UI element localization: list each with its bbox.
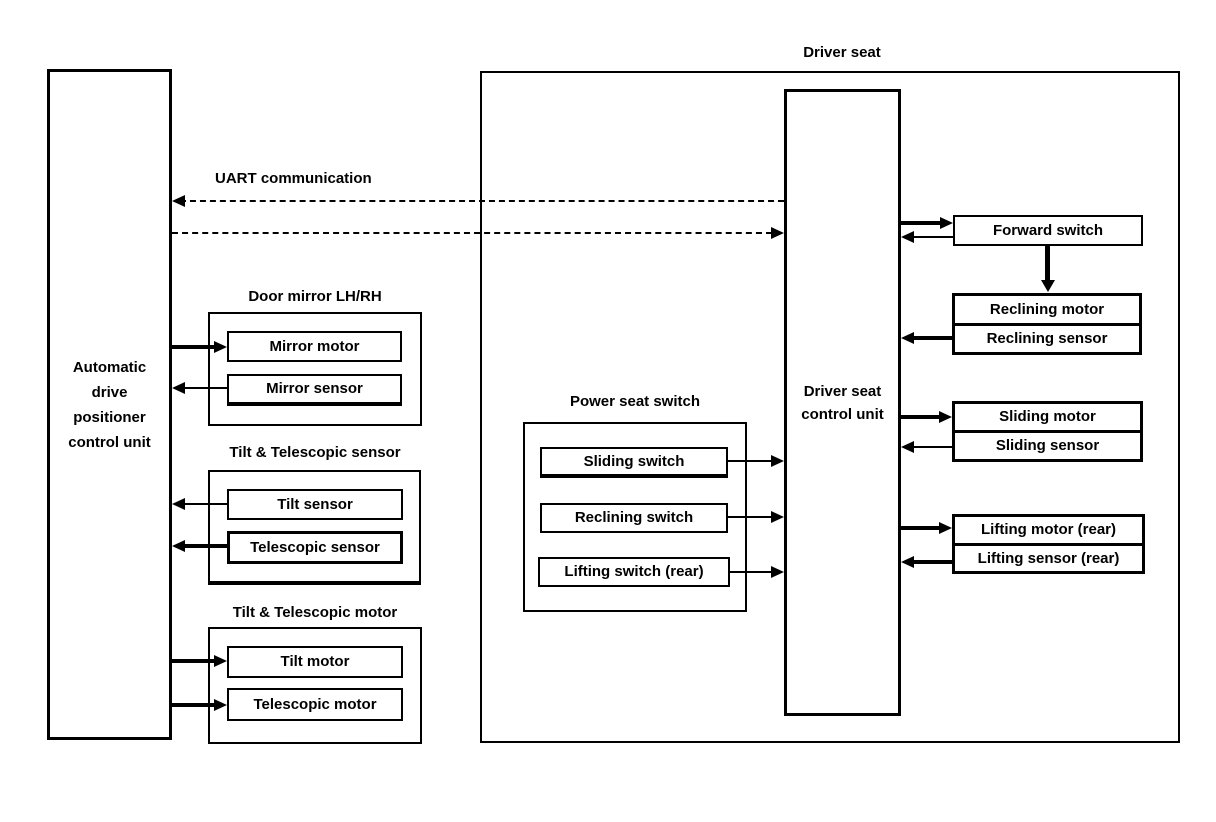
tilt-telescopic-motor-group-box	[208, 627, 422, 744]
arrowhead-mirror-sensor-icon	[172, 382, 185, 394]
adp-unit-label-line1: Automatic	[72, 358, 147, 376]
telescopic-sensor-box: Telescopic sensor	[227, 531, 403, 564]
uart-communication-label: UART communication	[215, 170, 372, 187]
telescopic-motor-box: Telescopic motor	[227, 688, 403, 721]
arrowhead-lifting-switch-icon	[771, 566, 784, 578]
driver-seat-control-unit-box: Driver seat control unit	[784, 89, 901, 716]
adp-unit-label-line2: drive	[91, 383, 128, 401]
forward-switch-box: Forward switch	[953, 215, 1143, 246]
arrow-line-from-forward-switch	[914, 236, 953, 238]
arrow-line-sliding-sensor	[914, 446, 952, 448]
ds-control-unit-label-line2: control unit	[801, 405, 884, 423]
uart-dashed-line-to-seat	[172, 232, 772, 234]
arrow-line-reclining-switch	[728, 516, 772, 518]
arrowhead-telescopic-motor-icon	[214, 699, 227, 711]
mirror-sensor-box: Mirror sensor	[227, 374, 402, 406]
lifting-motor-sensor-box: Lifting motor (rear) Lifting sensor (rea…	[952, 514, 1145, 574]
arrow-line-sliding-switch	[728, 460, 772, 462]
arrowhead-mirror-motor-icon	[214, 341, 227, 353]
arrow-line-telescopic-sensor	[184, 544, 227, 548]
uart-dashed-line-to-adp	[180, 200, 784, 202]
arrow-line-lifting-switch	[730, 571, 772, 573]
arrow-line-telescopic-motor	[172, 703, 215, 707]
arrowhead-from-forward-switch-icon	[901, 231, 914, 243]
arrowhead-telescopic-sensor-icon	[172, 540, 185, 552]
tilt-sensor-box: Tilt sensor	[227, 489, 403, 520]
door-mirror-group-box	[208, 312, 422, 426]
arrow-line-lifting-sensor	[914, 560, 952, 564]
uart-arrowhead-left-icon	[172, 195, 185, 207]
door-mirror-title: Door mirror LH/RH	[248, 288, 382, 305]
sliding-switch-box: Sliding switch	[540, 447, 728, 478]
arrowhead-to-forward-switch-icon	[940, 217, 953, 229]
arrowhead-tilt-motor-icon	[214, 655, 227, 667]
arrowhead-reclining-switch-icon	[771, 511, 784, 523]
uart-arrowhead-right-icon	[771, 227, 784, 239]
reclining-sensor-label: Reclining sensor	[986, 330, 1108, 348]
arrow-line-forward-to-reclining	[1045, 245, 1050, 281]
automatic-drive-positioner-control-unit-box: Automatic drive positioner control unit	[47, 69, 172, 740]
lifting-switch-box: Lifting switch (rear)	[538, 557, 730, 587]
arrow-line-mirror-motor	[172, 345, 215, 349]
arrowhead-lifting-sensor-icon	[901, 556, 914, 568]
sliding-motor-label: Sliding motor	[955, 404, 1140, 433]
arrowhead-lifting-motor-icon	[939, 522, 952, 534]
arrowhead-tilt-sensor-icon	[172, 498, 185, 510]
power-seat-switch-title: Power seat switch	[569, 393, 701, 410]
adp-unit-label-line3: positioner	[73, 408, 146, 426]
arrow-line-mirror-sensor	[184, 387, 227, 389]
reclining-motor-sensor-box: Reclining motor Reclining sensor	[952, 293, 1142, 355]
lifting-motor-label: Lifting motor (rear)	[955, 517, 1142, 546]
arrow-line-to-forward-switch	[901, 221, 941, 225]
tilt-motor-box: Tilt motor	[227, 646, 403, 678]
arrow-line-lifting-motor	[901, 526, 940, 530]
reclining-switch-box: Reclining switch	[540, 503, 728, 533]
arrowhead-forward-to-reclining-icon	[1041, 280, 1055, 292]
mirror-motor-box: Mirror motor	[227, 331, 402, 362]
ds-control-unit-label-line1: Driver seat	[803, 382, 882, 400]
reclining-motor-label: Reclining motor	[955, 296, 1139, 326]
arrow-line-reclining-sensor	[914, 336, 952, 340]
arrowhead-reclining-sensor-icon	[901, 332, 914, 344]
arrowhead-sliding-motor-icon	[939, 411, 952, 423]
arrow-line-tilt-sensor	[184, 503, 227, 505]
sliding-sensor-label: Sliding sensor	[995, 437, 1100, 455]
arrowhead-sliding-switch-icon	[771, 455, 784, 467]
tilt-telescopic-sensor-title: Tilt & Telescopic sensor	[229, 444, 401, 461]
arrow-line-tilt-motor	[172, 659, 215, 663]
lifting-sensor-label: Lifting sensor (rear)	[977, 549, 1120, 567]
driver-seat-title: Driver seat	[803, 44, 881, 61]
sliding-motor-sensor-box: Sliding motor Sliding sensor	[952, 401, 1143, 462]
arrow-line-sliding-motor	[901, 415, 940, 419]
adp-unit-label-line4: control unit	[68, 433, 151, 451]
tilt-telescopic-sensor-group-box	[208, 470, 421, 585]
arrowhead-sliding-sensor-icon	[901, 441, 914, 453]
tilt-telescopic-motor-title: Tilt & Telescopic motor	[232, 604, 398, 621]
